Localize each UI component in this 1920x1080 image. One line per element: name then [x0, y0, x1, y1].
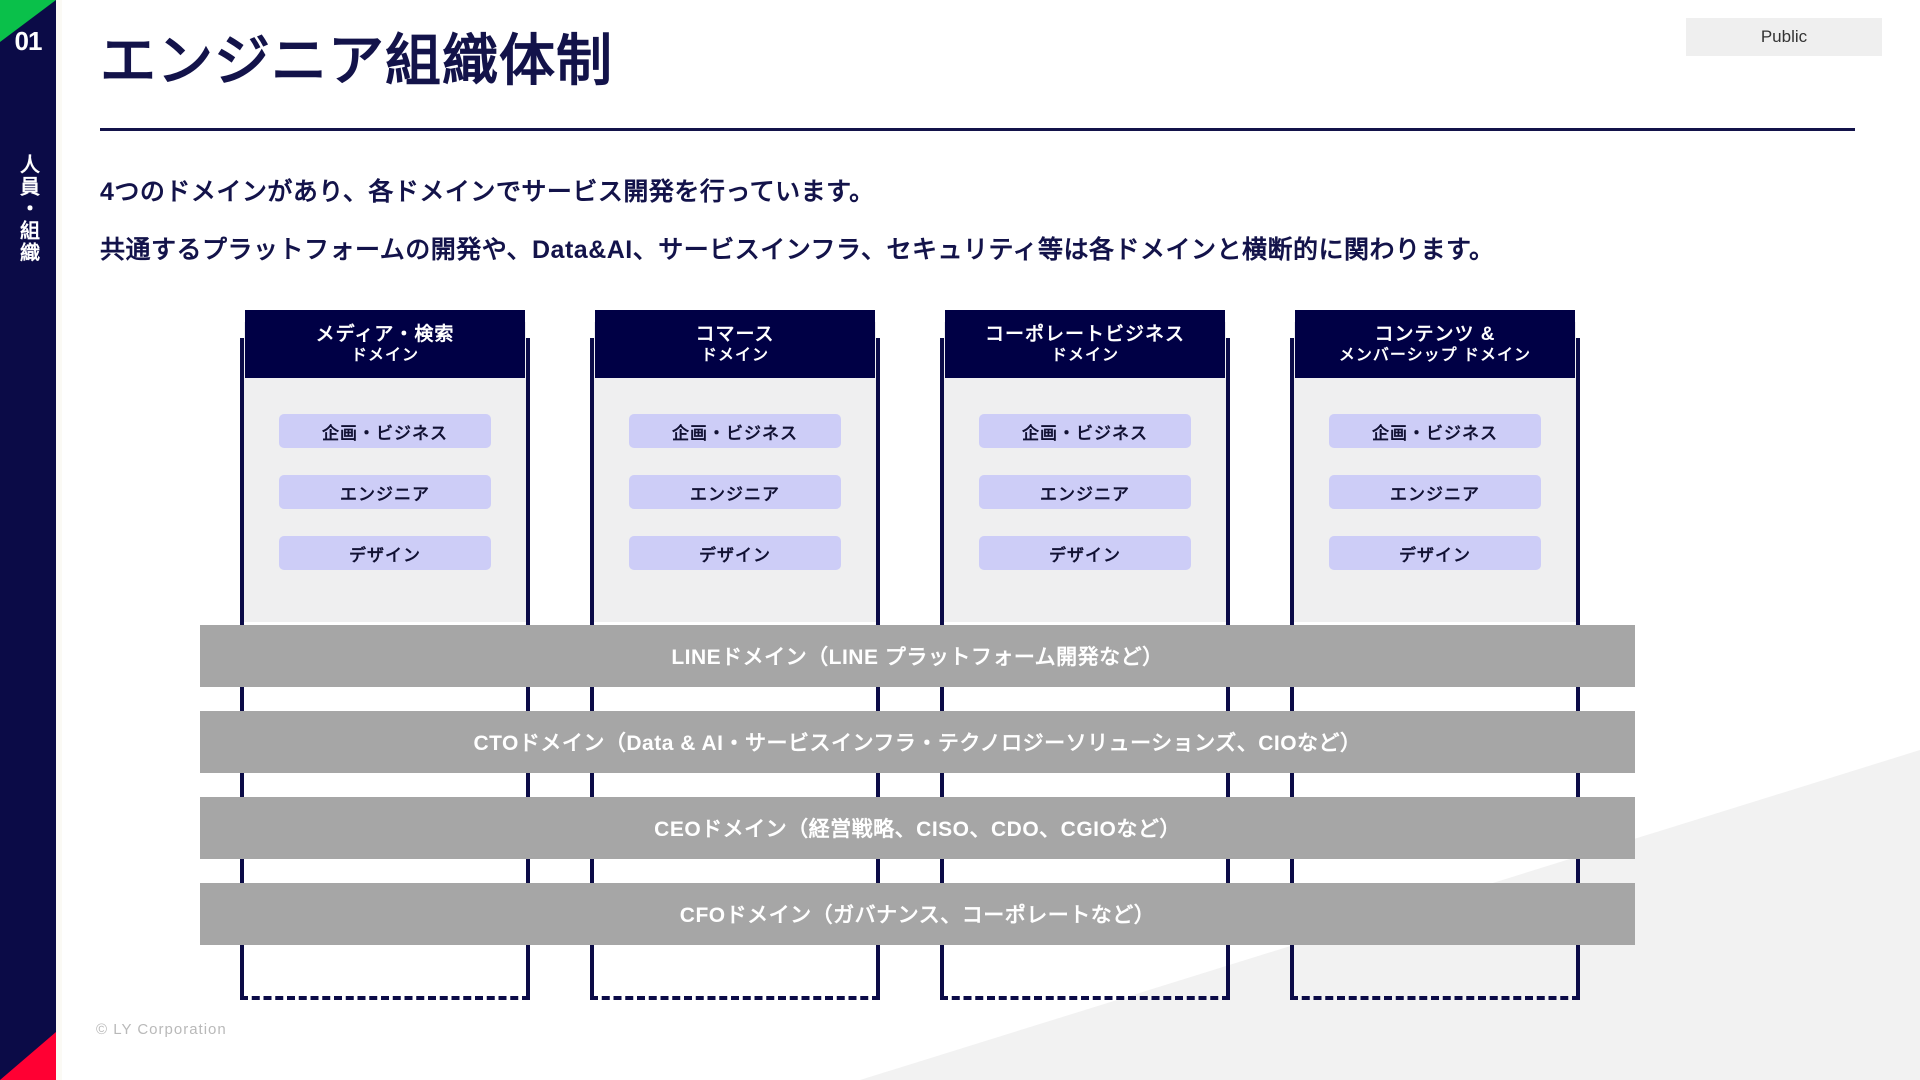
role-chip[interactable]: 企画・ビジネス [979, 414, 1191, 448]
lead-paragraph-2: 共通するプラットフォームの開発や、Data&AI、サービスインフラ、セキュリティ… [100, 236, 1495, 264]
domain-header-line2: ドメイン [1050, 346, 1119, 364]
domain-header-4[interactable]: コンテンツ &メンバーシップ ドメイン [1295, 310, 1575, 378]
role-chip[interactable]: デザイン [1329, 536, 1541, 570]
role-chip[interactable]: エンジニア [979, 475, 1191, 509]
role-chip[interactable]: エンジニア [629, 475, 841, 509]
role-chip[interactable]: エンジニア [1329, 475, 1541, 509]
domain-header-3[interactable]: コーポレートビジネスドメイン [945, 310, 1225, 378]
role-chip[interactable]: デザイン [979, 536, 1191, 570]
rail-edge-strip [56, 0, 62, 1080]
domain-header-line2: メンバーシップ ドメイン [1338, 346, 1532, 364]
domain-header-line1: コマース [695, 323, 775, 345]
section-number: 01 [14, 26, 43, 56]
domain-header-line1: コンテンツ & [1374, 323, 1496, 345]
section-label: 人員・組織 [16, 154, 39, 264]
cross-domain-bar-3[interactable]: CEOドメイン（経営戦略、CISO、CDO、CGIOなど） [200, 797, 1635, 859]
domain-header-line1: メディア・検索 [315, 323, 455, 345]
rail-red-corner [0, 1032, 56, 1080]
lead-paragraph-1: 4つのドメインがあり、各ドメインでサービス開発を行っています。 [100, 178, 875, 206]
footer-copyright: © LY Corporation [96, 1021, 227, 1038]
domain-header-2[interactable]: コマースドメイン [595, 310, 875, 378]
role-chip[interactable]: デザイン [629, 536, 841, 570]
title-divider [100, 128, 1855, 131]
role-chip[interactable]: 企画・ビジネス [1329, 414, 1541, 448]
domain-header-line2: ドメイン [350, 346, 419, 364]
cross-domain-bar-2[interactable]: CTOドメイン（Data & AI・サービスインフラ・テクノロジーソリューション… [200, 711, 1635, 773]
role-chip[interactable]: 企画・ビジネス [279, 414, 491, 448]
section-rail: 01 人員・組織 [0, 0, 56, 1080]
domain-header-line1: コーポレートビジネス [984, 323, 1185, 345]
classification-badge: Public [1686, 18, 1882, 56]
page-title: エンジニア組織体制 [100, 29, 613, 92]
role-chip[interactable]: デザイン [279, 536, 491, 570]
cross-domain-bar-4[interactable]: CFOドメイン（ガバナンス、コーポレートなど） [200, 883, 1635, 945]
domain-header-line2: ドメイン [700, 346, 769, 364]
role-chip[interactable]: エンジニア [279, 475, 491, 509]
org-structure-diagram: メディア・検索ドメイン企画・ビジネスエンジニアデザインコマースドメイン企画・ビジ… [200, 310, 1700, 1010]
domain-header-1[interactable]: メディア・検索ドメイン [245, 310, 525, 378]
cross-domain-bar-1[interactable]: LINEドメイン（LINE プラットフォーム開発など） [200, 625, 1635, 687]
role-chip[interactable]: 企画・ビジネス [629, 414, 841, 448]
